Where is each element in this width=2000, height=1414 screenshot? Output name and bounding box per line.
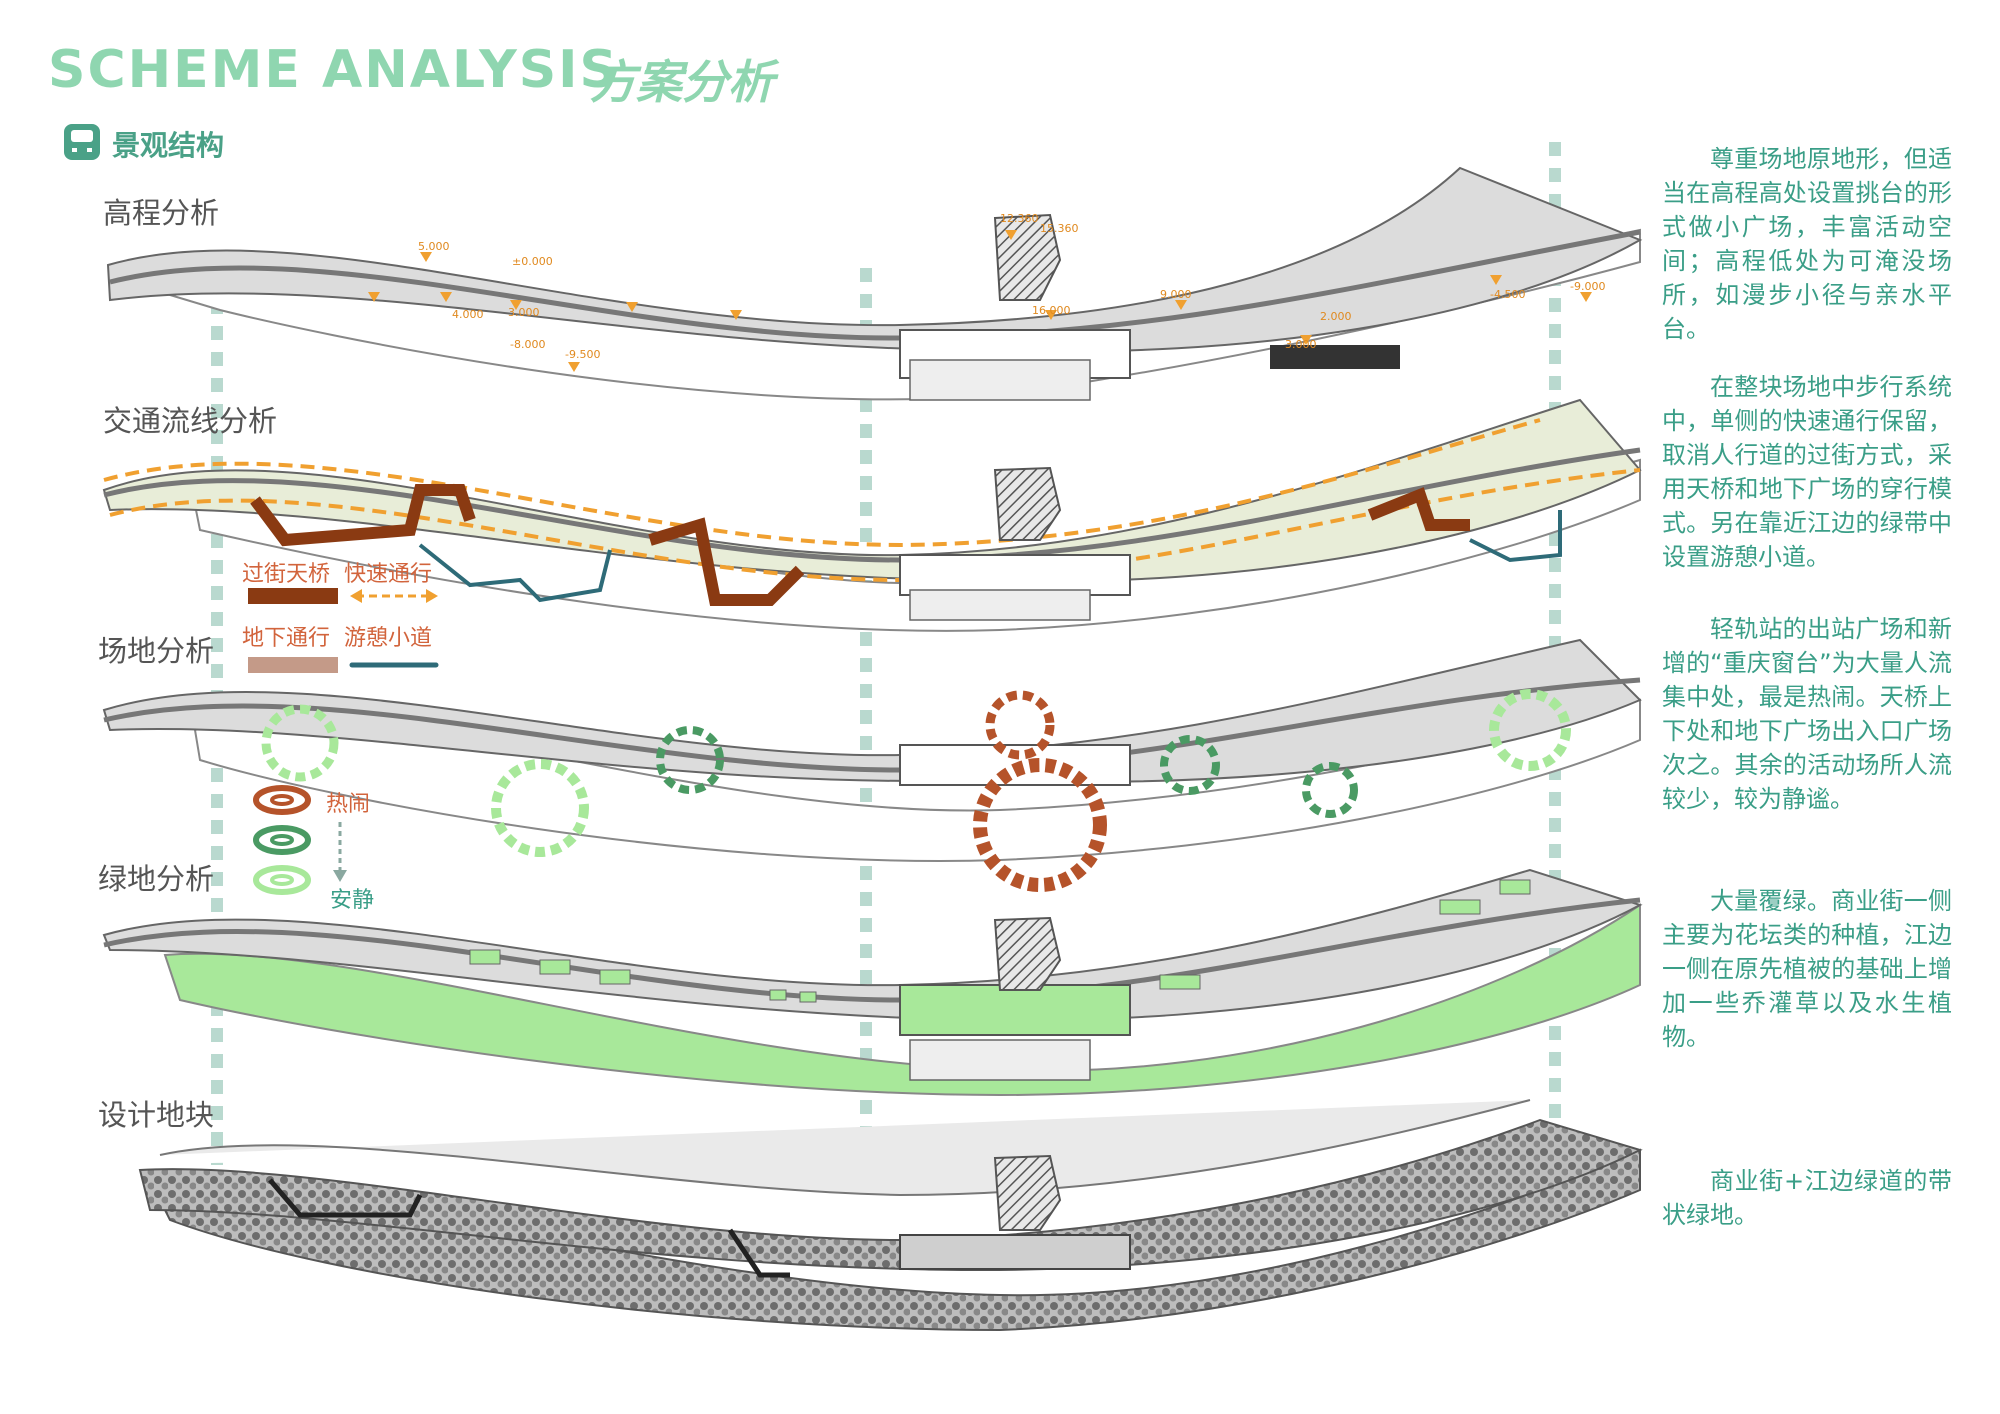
description-site: 轻轨站的出站广场和新增的“重庆窗台”为大量人流集中处，最是热闹。天桥上下处和地下… [1662, 615, 1952, 813]
elevation-label: 5.000 [418, 240, 450, 253]
section-label-elevation: 高程分析 [103, 196, 220, 230]
legend-bridge: 过街天桥 [242, 562, 331, 587]
layer-green [102, 868, 1643, 1097]
description-elevation: 尊重场地原地形，但适当在高程高处设置挑台的形式做小广场，丰富活动空间；高程低处为… [1662, 145, 1952, 343]
elevation-label: 2.000 [1320, 310, 1352, 323]
subtitle: 景观结构 [112, 129, 225, 162]
elevation-label: 16.000 [1032, 304, 1071, 317]
elevation-label: 9.000 [1160, 288, 1192, 301]
elevation-label: -8.000 [510, 338, 545, 351]
layer-design-site [138, 1099, 1643, 1332]
elevation-label: 12.360 [1000, 212, 1039, 225]
page-title-en: SCHEME ANALYSIS [48, 40, 619, 100]
elevation-label: 4.000 [452, 308, 484, 321]
layer-elevation: 12.360 15.360 5.000 ±0.000 4.000 3.000 -… [106, 166, 1643, 401]
page-title-cn: 方案分析 [590, 55, 774, 109]
description-green: 大量覆绿。商业街一侧主要为花坛类的种植，江边一侧在原先植被的基础上增加一些乔灌草… [1662, 887, 1952, 1051]
section-label-site: 场地分析 [98, 634, 215, 668]
section-label-green: 绿地分析 [98, 862, 215, 896]
bridge-legend-swatch [248, 588, 338, 604]
legend-underground: 地下通行 [242, 626, 331, 651]
layer-activity [102, 638, 1642, 892]
section-label-traffic: 交通流线分析 [103, 404, 278, 438]
elevation-label: -9.500 [565, 348, 600, 361]
traffic-legend [248, 588, 439, 673]
elevation-label: 3.000 [1285, 338, 1317, 351]
description-design: 商业街+江边绿道的带状绿地。 [1662, 1167, 1952, 1229]
train-icon [64, 124, 100, 160]
activity-legend [253, 785, 347, 895]
elevation-label: ±0.000 [512, 255, 553, 268]
legend-quiet: 安静 [330, 888, 375, 913]
layer-traffic [102, 398, 1642, 632]
elevation-label: 3.000 [508, 306, 540, 319]
section-label-design: 设计地块 [98, 1098, 215, 1132]
description-traffic: 在整块场地中步行系统中，单侧的快速通行保留，取消人行道的过街方式，采用天桥和地下… [1662, 373, 1952, 571]
legend-fast: 快速通行 [344, 562, 433, 587]
elevation-label: -9.000 [1570, 280, 1605, 293]
underground-legend-swatch [248, 657, 338, 673]
legend-trail: 游憩小道 [344, 626, 433, 651]
elevation-label: -4.500 [1490, 288, 1525, 301]
elevation-markers [368, 230, 1592, 372]
elevation-label: 15.360 [1040, 222, 1079, 235]
legend-lively: 热闹 [326, 792, 371, 817]
